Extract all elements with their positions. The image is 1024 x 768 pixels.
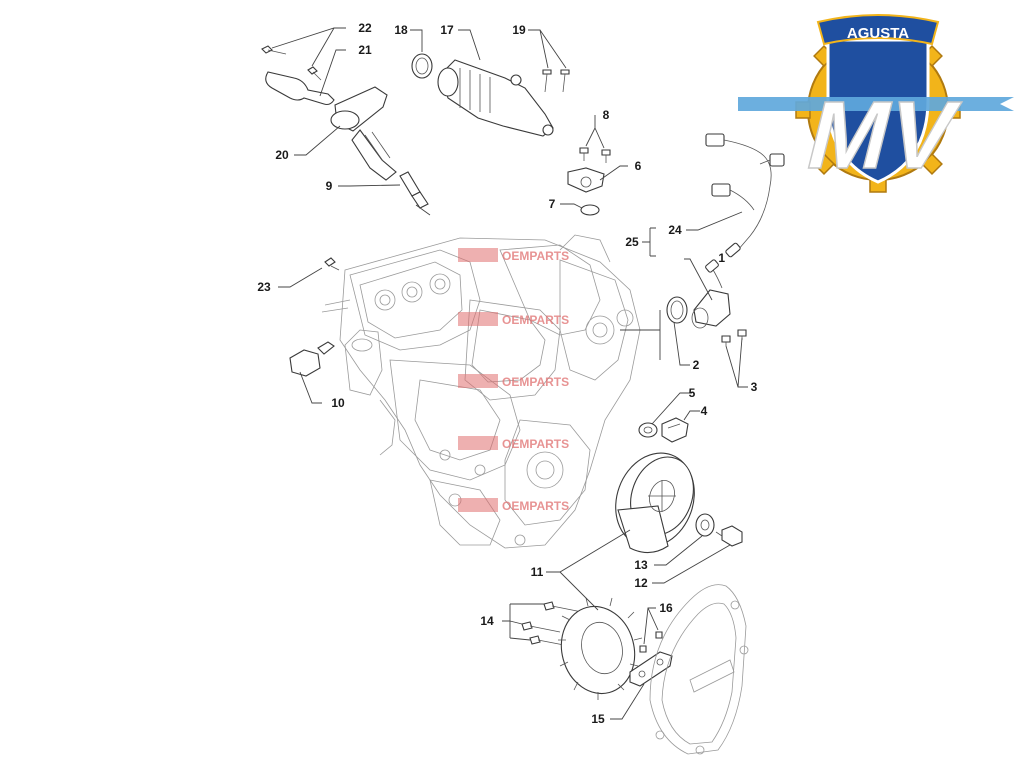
part-16-screws xyxy=(639,631,663,653)
callout-25: 25 xyxy=(625,235,639,249)
part-12-bolt xyxy=(715,525,743,547)
part-17-starter-motor xyxy=(437,59,554,137)
part-4-plug xyxy=(661,417,689,443)
watermark-badge xyxy=(458,498,498,512)
part-5-washer xyxy=(638,422,658,438)
part-14-bolts xyxy=(521,601,583,646)
callout-14: 14 xyxy=(480,614,494,628)
logo-monogram: MV xyxy=(797,81,968,188)
part-8-screws xyxy=(579,147,611,163)
callout-20: 20 xyxy=(275,148,289,162)
part-13-washer xyxy=(695,513,715,537)
callout-5: 5 xyxy=(689,386,696,400)
part-9-spark-plug xyxy=(399,171,429,209)
callout-10: 10 xyxy=(331,396,345,410)
banner-icon xyxy=(816,14,940,46)
watermark-text: OEMPARTS xyxy=(502,313,569,327)
callout-17: 17 xyxy=(440,23,454,37)
arrow-icon xyxy=(738,97,1014,111)
part-stator xyxy=(558,597,643,700)
part-7-o-ring xyxy=(580,204,600,216)
callout-19: 19 xyxy=(512,23,526,37)
callout-labels: 1 2 3 4 5 6 7 8 9 10 11 12 13 14 15 16 1… xyxy=(257,21,757,726)
part-2-o-ring xyxy=(666,296,688,324)
callout-1: 1 xyxy=(718,251,725,265)
part-6-sensor xyxy=(567,167,605,193)
part-20-ignition-coil xyxy=(265,71,397,181)
watermark-badge xyxy=(458,436,498,450)
part-1-pickup-sensor xyxy=(691,259,731,329)
part-15-clamp xyxy=(629,651,673,687)
part-18-o-ring xyxy=(411,53,433,79)
callout-23: 23 xyxy=(257,280,271,294)
engine-block xyxy=(321,234,641,549)
part-24-wiring-harness xyxy=(705,133,785,258)
callout-16: 16 xyxy=(659,601,673,615)
part-11-flywheel xyxy=(615,452,695,554)
callout-2: 2 xyxy=(693,358,700,372)
callout-13: 13 xyxy=(634,558,648,572)
callout-6: 6 xyxy=(635,159,642,173)
brand-logo: AGUSTA MV xyxy=(738,14,1014,193)
callout-15: 15 xyxy=(591,712,605,726)
part-23-bolt xyxy=(324,257,340,271)
logo-brand-text: AGUSTA xyxy=(847,25,909,42)
leader-lines xyxy=(271,27,748,720)
watermark-text: OEMPARTS xyxy=(502,249,569,263)
callout-22: 22 xyxy=(358,21,372,35)
callout-3: 3 xyxy=(751,380,758,394)
callout-18: 18 xyxy=(394,23,408,37)
part-22-bolts xyxy=(261,45,322,81)
callout-4: 4 xyxy=(701,404,708,418)
callout-7: 7 xyxy=(549,197,556,211)
callout-9: 9 xyxy=(326,179,333,193)
watermark-text: OEMPARTS xyxy=(502,437,569,451)
watermark-badge xyxy=(458,248,498,262)
watermark-badge xyxy=(458,312,498,326)
watermarks: OEMPARTS OEMPARTS OEMPARTS OEMPARTS OEMP… xyxy=(458,248,569,513)
part-19-bolts xyxy=(542,69,570,93)
callout-12: 12 xyxy=(634,576,648,590)
callout-24: 24 xyxy=(668,223,682,237)
callout-21: 21 xyxy=(358,43,372,57)
callout-8: 8 xyxy=(603,108,610,122)
part-10-temperature-sensor xyxy=(289,341,335,377)
watermark-badge xyxy=(458,374,498,388)
watermark-text: OEMPARTS xyxy=(502,499,569,513)
part-3-bolts xyxy=(721,329,747,346)
part-generator-cover xyxy=(649,584,749,755)
callout-11: 11 xyxy=(531,565,544,579)
watermark-text: OEMPARTS xyxy=(502,375,569,389)
